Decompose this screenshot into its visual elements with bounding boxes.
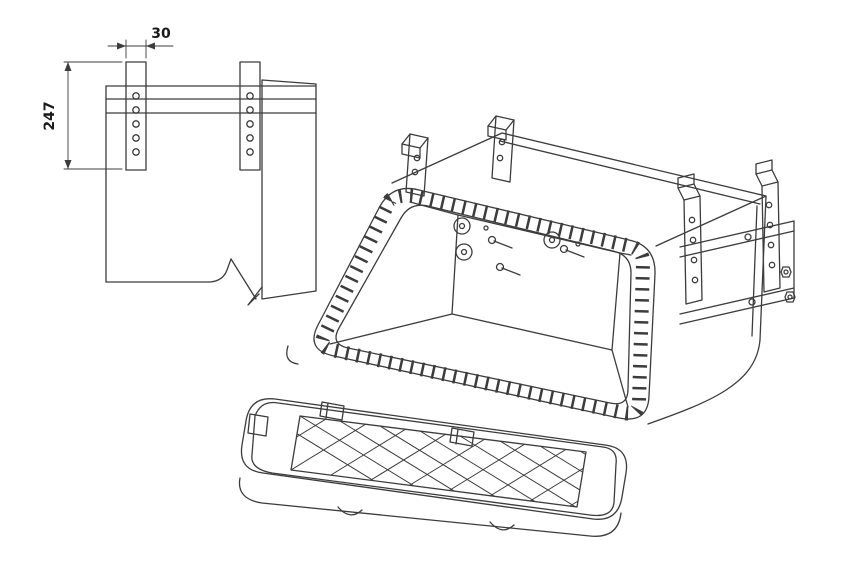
lid-shell-edge (238, 477, 622, 537)
hinge (319, 401, 345, 421)
dimension-arrow (64, 160, 72, 169)
lid-foot (489, 521, 515, 531)
dimension-arrow (64, 62, 72, 71)
side-mounting-bracket-iso-1 (677, 173, 703, 305)
dimension-height: 247 (42, 61, 123, 170)
mounting-rails (679, 220, 795, 325)
screw-hole (483, 225, 489, 231)
hinges (319, 401, 475, 447)
box-shell (391, 132, 767, 425)
box-side-profile (105, 79, 317, 306)
isometric-view (238, 115, 796, 537)
screw (495, 262, 521, 276)
dimension-arrow (146, 42, 155, 50)
box-interior (329, 201, 632, 408)
dimension-arrow (117, 42, 126, 50)
screw (559, 244, 585, 258)
dimension-label-247: 247 (42, 101, 58, 130)
screw-hole (575, 241, 581, 247)
hex-nuts (780, 266, 796, 303)
lid-recess (290, 415, 587, 508)
top-mounting-bracket-1 (401, 133, 429, 197)
lid-foot (337, 506, 363, 516)
box-foot (286, 345, 299, 365)
rail-screw (744, 233, 752, 241)
lid (238, 398, 628, 537)
hex-nut (784, 291, 796, 303)
rim-serration (315, 188, 651, 421)
box-opening-rim (286, 187, 656, 421)
fasteners (453, 217, 585, 276)
side-mounting-bracket-iso-2 (755, 159, 781, 293)
dimension-width: 30 (107, 26, 174, 59)
screw (487, 235, 513, 249)
dimension-label-30: 30 (151, 26, 171, 42)
washer (455, 243, 473, 261)
hinge (449, 427, 475, 447)
rail-screw (748, 298, 756, 306)
side-view: 30 247 (42, 26, 317, 306)
lid-lattice (291, 416, 586, 507)
hex-nut (780, 266, 792, 278)
side-mounting-bracket-right (239, 61, 261, 171)
lid-notch (247, 413, 269, 437)
top-mounting-bracket-2 (487, 115, 515, 183)
side-mounting-bracket-left (125, 61, 147, 171)
washer (543, 231, 561, 249)
washer (453, 217, 471, 235)
